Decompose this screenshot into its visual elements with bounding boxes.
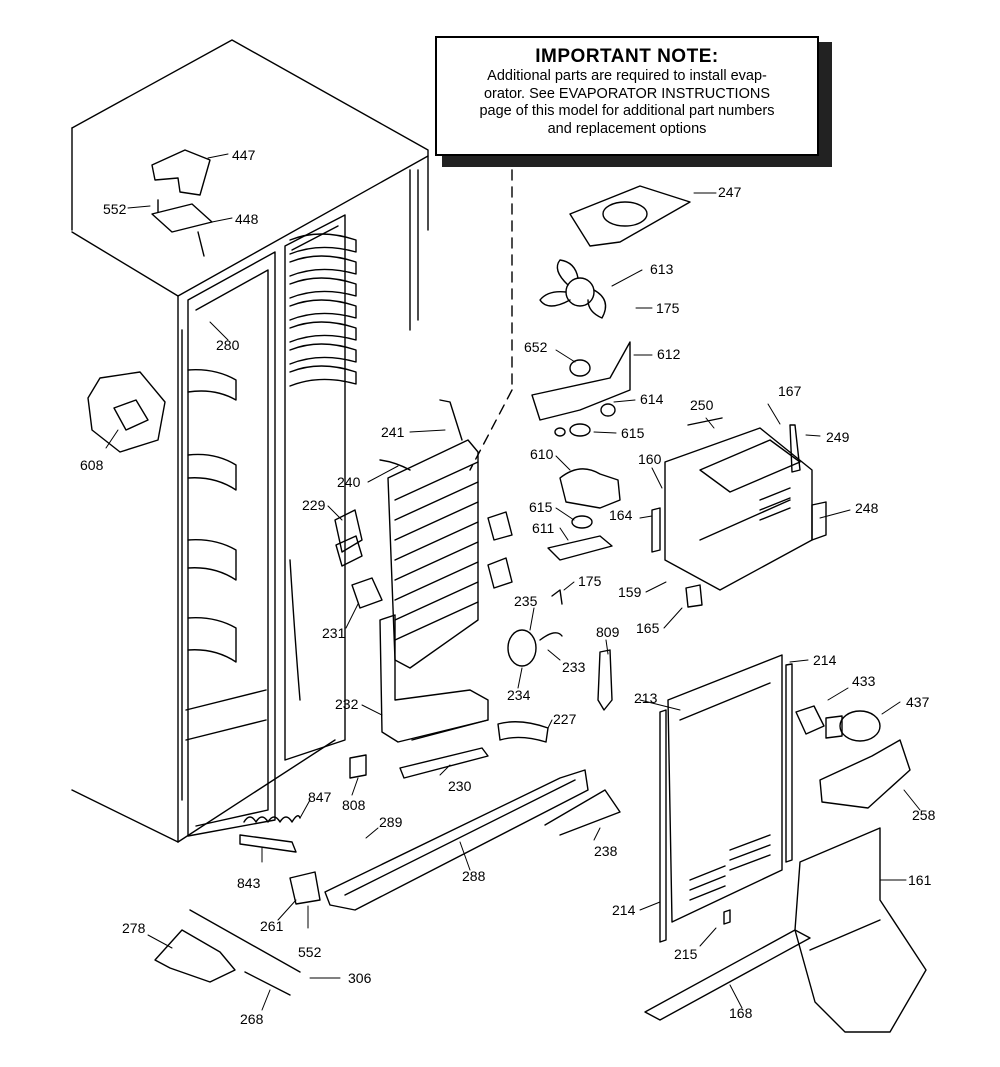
callout-608: 608 [80,457,104,473]
drain-trough [399,747,489,779]
callout-268: 268 [240,1011,264,1027]
callout-652: 652 [524,339,548,355]
callout-240: 240 [337,474,361,490]
callout-552: 552 [298,944,322,960]
callout-614: 614 [640,391,664,407]
callout-165: 165 [636,620,660,636]
evaporator-coil [379,399,479,669]
fan-blade [539,259,607,319]
leader-lines [105,153,921,1011]
callout-231: 231 [322,625,346,641]
bottom-rail [644,929,811,1021]
dashed-leader-line-2 [469,389,513,471]
callout-241: 241 [381,424,405,440]
callout-labels: 447 552 448 280 608 241 240 229 231 232 … [80,147,936,1027]
callout-215: 215 [674,946,698,962]
evaporator-cover [379,614,489,743]
callout-230: 230 [448,778,472,794]
callout-213: 213 [634,690,658,706]
rail-bracket [324,769,589,911]
roller-assembly [154,909,301,996]
damper-parts [497,629,613,743]
callout-306: 306 [348,970,372,986]
callout-229: 229 [302,497,326,513]
callout-234: 234 [507,687,531,703]
callout-175: 175 [656,300,680,316]
callout-447: 447 [232,147,256,163]
callout-288: 288 [462,868,486,884]
switch-inset [87,371,166,453]
callout-610: 610 [530,446,554,462]
callout-809: 809 [596,624,620,640]
callout-168: 168 [729,1005,753,1021]
note-line: orator. See EVAPORATOR INSTRUCTIONS [483,85,771,102]
callout-250: 250 [690,397,714,413]
part-843 [239,834,297,853]
fan-motor [547,468,621,605]
callout-613: 613 [650,261,674,277]
callout-611: 611 [532,520,555,536]
grille-161 [794,827,927,1033]
callout-433: 433 [852,673,876,689]
fan-shroud [569,185,691,247]
callout-615: 615 [621,425,645,441]
lamp-parts [795,705,911,809]
ice-duct-assembly [651,417,827,608]
callout-164: 164 [609,507,633,523]
callout-847: 847 [308,789,332,805]
callout-249: 249 [826,429,850,445]
access-panel [659,654,793,943]
callout-437: 437 [906,694,930,710]
top-hinge-parts [151,149,213,257]
part-261 [289,871,321,905]
callout-248: 248 [855,500,879,516]
callout-227: 227 [553,711,577,727]
note-line: and replacement options [547,120,707,137]
callout-175: 175 [578,573,602,589]
callout-258: 258 [912,807,936,823]
callout-843: 843 [237,875,261,891]
callout-289: 289 [379,814,403,830]
callout-214: 214 [612,902,636,918]
callout-238: 238 [594,843,618,859]
callout-448: 448 [235,211,259,227]
insulation-blocks [334,509,513,609]
callout-232: 232 [335,696,359,712]
callout-808: 808 [342,797,366,813]
important-note-box: IMPORTANT NOTE: Additional parts are req… [435,36,819,156]
callout-247: 247 [718,184,742,200]
clip-808 [349,754,367,779]
bracket-238 [544,789,621,836]
callout-552: 552 [103,201,127,217]
callout-612: 612 [657,346,681,362]
callout-161: 161 [908,872,932,888]
note-title: IMPORTANT NOTE: [535,46,719,67]
callout-159: 159 [618,584,642,600]
callout-214: 214 [813,652,837,668]
note-line: Additional parts are required to install… [487,68,767,84]
cabinet-illustration [71,39,429,843]
callout-233: 233 [562,659,586,675]
motor-bracket [531,341,631,437]
callout-615: 615 [529,499,553,515]
callout-160: 160 [638,451,662,467]
callout-280: 280 [216,337,240,353]
callout-261: 261 [260,918,284,934]
note-line: page of this model for additional part n… [479,103,775,119]
callout-167: 167 [778,383,802,399]
callout-278: 278 [122,920,146,936]
spring-847 [243,815,301,823]
callout-235: 235 [514,593,538,609]
